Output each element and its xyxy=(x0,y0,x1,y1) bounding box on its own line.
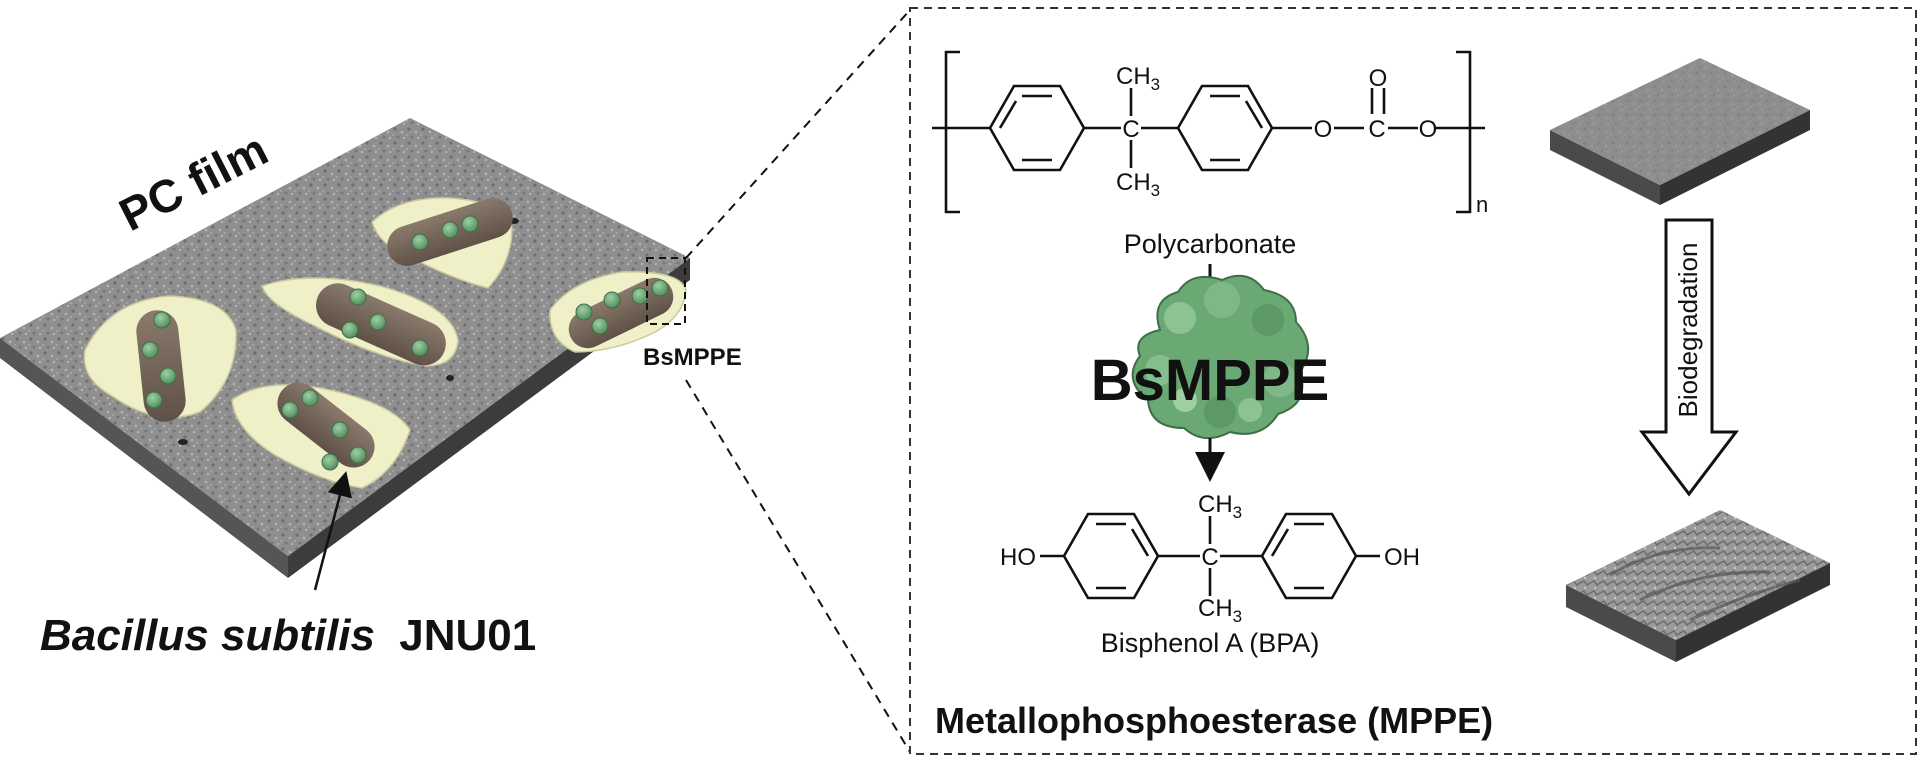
methyl-bottom: CH3 xyxy=(1116,169,1160,200)
enzyme-family-title: Metallophosphoesterase (MPPE) xyxy=(935,700,1493,741)
enzyme-particle xyxy=(651,279,669,297)
zoom-panel-frame xyxy=(909,7,1917,755)
atom-c-central: C xyxy=(1122,116,1139,143)
repeat-bracket-right xyxy=(1456,50,1472,214)
surface-pit xyxy=(446,375,454,381)
enzyme-particle xyxy=(349,446,367,464)
atom-o-carbonyl: O xyxy=(1369,65,1388,92)
polymer-name: Polycarbonate xyxy=(1124,229,1297,259)
zoom-line-bottom xyxy=(685,379,911,753)
enzyme-particle xyxy=(441,221,459,239)
enzyme-particle xyxy=(461,215,479,233)
callout-box xyxy=(646,257,686,325)
bpa-methyl-top: CH3 xyxy=(1198,491,1242,522)
enzyme-particle xyxy=(631,287,649,305)
atom-o-ether-2: O xyxy=(1419,116,1438,143)
repeat-subscript: n xyxy=(1476,192,1488,217)
bpa-structure xyxy=(1040,512,1380,600)
methyl-top: CH3 xyxy=(1116,63,1160,94)
bpa-atoms: HO C CH3 CH3 OH xyxy=(1000,491,1420,626)
enzyme-particles xyxy=(141,215,669,471)
enzyme-particle xyxy=(281,401,299,419)
degraded-film-block xyxy=(1566,510,1830,662)
enzyme-particle xyxy=(159,367,177,385)
bpa-hydroxyl-right: OH xyxy=(1384,544,1420,571)
enzyme-particle xyxy=(331,421,349,439)
enzyme-structure xyxy=(1131,274,1309,439)
bpa-ring-1 xyxy=(1062,512,1160,600)
bacterium-cell xyxy=(277,382,375,468)
bpa-carbon-central: C xyxy=(1201,544,1218,571)
bpa-ring-2 xyxy=(1260,512,1358,600)
enzyme-particle xyxy=(575,303,593,321)
enzyme-particle xyxy=(411,339,429,357)
intact-film-block xyxy=(1550,58,1810,205)
bpa-methyl-bottom: CH3 xyxy=(1198,595,1242,626)
film-side-front xyxy=(0,338,288,578)
enzyme-particle xyxy=(411,233,429,251)
repeat-bracket-left xyxy=(944,50,960,214)
callout-label: BsMPPE xyxy=(643,344,742,371)
organism-strain: JNU01 xyxy=(399,611,536,660)
enzyme-particle xyxy=(349,288,367,306)
polycarbonate-atoms: C CH3 CH3 O C O O n xyxy=(1116,63,1488,217)
enzyme-particle xyxy=(603,291,621,309)
enzyme-particle xyxy=(321,453,339,471)
enzyme-particle xyxy=(341,321,359,339)
benzene-ring-1 xyxy=(988,84,1086,172)
enzyme-particle xyxy=(141,341,159,359)
enzyme-particle xyxy=(153,311,171,329)
bpa-hydroxyl-left: HO xyxy=(1000,544,1036,571)
enzyme-particle xyxy=(145,391,163,409)
enzyme-particle xyxy=(369,313,387,331)
organism-label: Bacillus subtilis JNU01 xyxy=(40,611,536,660)
benzene-ring-2 xyxy=(1176,84,1274,172)
organism-species: Bacillus subtilis xyxy=(40,611,375,660)
atom-c-carbonyl: C xyxy=(1368,116,1385,143)
biodegradation-label: Biodegradation xyxy=(1673,243,1703,418)
product-name: Bisphenol A (BPA) xyxy=(1101,628,1320,658)
enzyme-particle xyxy=(591,317,609,335)
polycarbonate-structure xyxy=(932,50,1485,214)
organism-pointer-arrow xyxy=(313,471,352,591)
zoom-line-top xyxy=(685,9,911,259)
surface-pit xyxy=(178,439,188,445)
biodegradation-arrow: Biodegradation xyxy=(1638,218,1740,497)
atom-o-ether-1: O xyxy=(1314,116,1333,143)
enzyme-particle xyxy=(301,389,319,407)
enzyme-name: BsMPPE xyxy=(1091,348,1330,413)
